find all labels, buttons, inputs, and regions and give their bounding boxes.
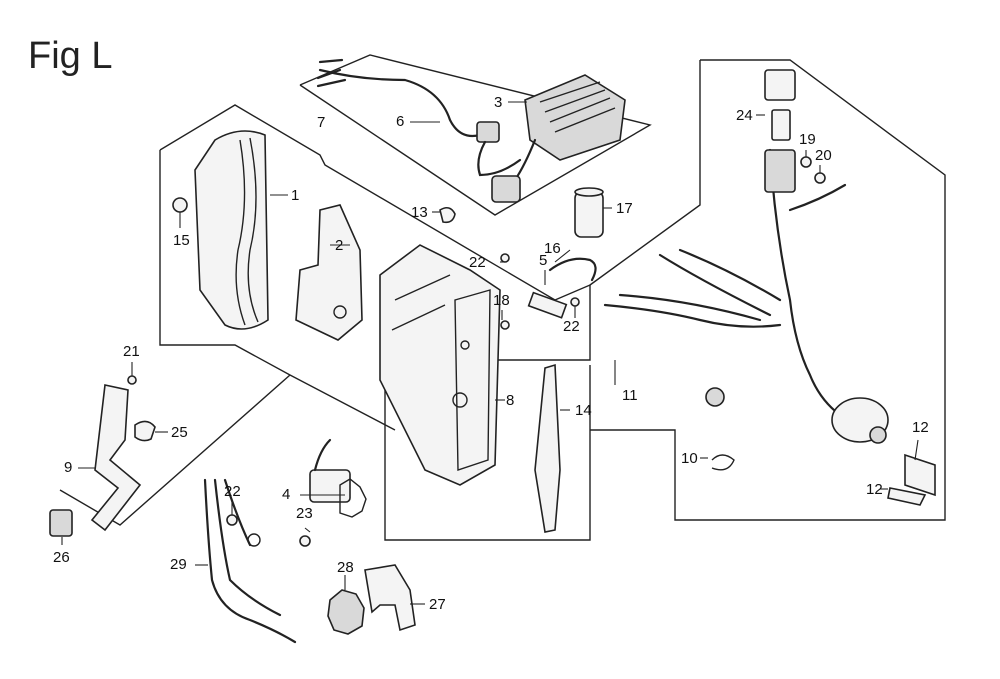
- callout-22-mid: 22: [563, 318, 580, 335]
- callout-13: 13: [411, 204, 428, 221]
- callout-12-top: 12: [912, 419, 929, 436]
- part-26-connector: [49, 509, 73, 537]
- callout-11: 11: [622, 387, 638, 404]
- part-11-main-harness: [603, 148, 847, 417]
- part-1-cover: [194, 130, 269, 330]
- callout-27: 27: [429, 596, 446, 613]
- part-15-screw: [172, 197, 188, 213]
- part-2-bracket: [295, 204, 363, 341]
- leader-lines: [61, 101, 919, 605]
- callout-28: 28: [337, 559, 354, 576]
- part-9-bracket: [90, 384, 142, 532]
- callout-25: 25: [171, 424, 188, 441]
- callout-12-bottom: 12: [866, 481, 883, 498]
- part-27-bracket: [364, 564, 416, 632]
- figure-title: Fig L: [28, 35, 112, 77]
- part-14-strap: [534, 363, 561, 533]
- callout-7: 7: [317, 114, 325, 131]
- callout-4: 4: [282, 486, 290, 503]
- callout-3: 3: [494, 94, 502, 111]
- callout-19: 19: [799, 131, 816, 148]
- callout-24: 24: [736, 107, 753, 124]
- key-switch: [831, 397, 889, 444]
- callout-5: 5: [539, 252, 547, 269]
- callout-22-top: 22: [469, 254, 486, 271]
- part-28-connector: [327, 589, 365, 635]
- part-8-control-box: [379, 244, 501, 486]
- callout-8: 8: [506, 392, 514, 409]
- callout-18: 18: [493, 292, 510, 309]
- part-25-clip: [134, 420, 156, 442]
- grommet: [705, 387, 725, 407]
- callout-22-bottom: 22: [224, 483, 241, 500]
- callout-16: 16: [544, 240, 561, 257]
- callout-21: 21: [123, 343, 140, 360]
- callout-17: 17: [616, 200, 633, 217]
- part-6-harness: [316, 58, 522, 177]
- part-13-clip: [439, 206, 456, 224]
- part-24-fuse-holder: [764, 69, 796, 193]
- part-12-terminals: [887, 453, 936, 506]
- callout-1: 1: [291, 187, 299, 204]
- group-outline-right-inner: [589, 60, 701, 286]
- part-16-plate: [527, 257, 597, 319]
- part-4-rectifier: [309, 438, 367, 518]
- group-outline-left: [159, 150, 396, 431]
- group-outline-bracket: [59, 374, 291, 526]
- callout-10: 10: [681, 450, 698, 467]
- part-17-capacitor: [574, 187, 604, 238]
- group-outline-top: [299, 54, 652, 216]
- callout-26: 26: [53, 549, 70, 566]
- part-29-harness: [203, 478, 297, 644]
- part-3-regulator: [491, 74, 626, 203]
- part-19-washer: [800, 156, 812, 168]
- group-outline-right: [590, 59, 946, 521]
- callout-9: 9: [64, 459, 72, 476]
- callout-20: 20: [815, 147, 832, 164]
- callout-2: 2: [335, 237, 343, 254]
- part-20-nut: [814, 172, 826, 184]
- callout-15: 15: [173, 232, 190, 249]
- callout-29: 29: [170, 556, 187, 573]
- part-10-clamp: [711, 454, 735, 471]
- callout-23: 23: [296, 505, 313, 522]
- callout-6: 6: [396, 113, 404, 130]
- callout-14: 14: [575, 402, 592, 419]
